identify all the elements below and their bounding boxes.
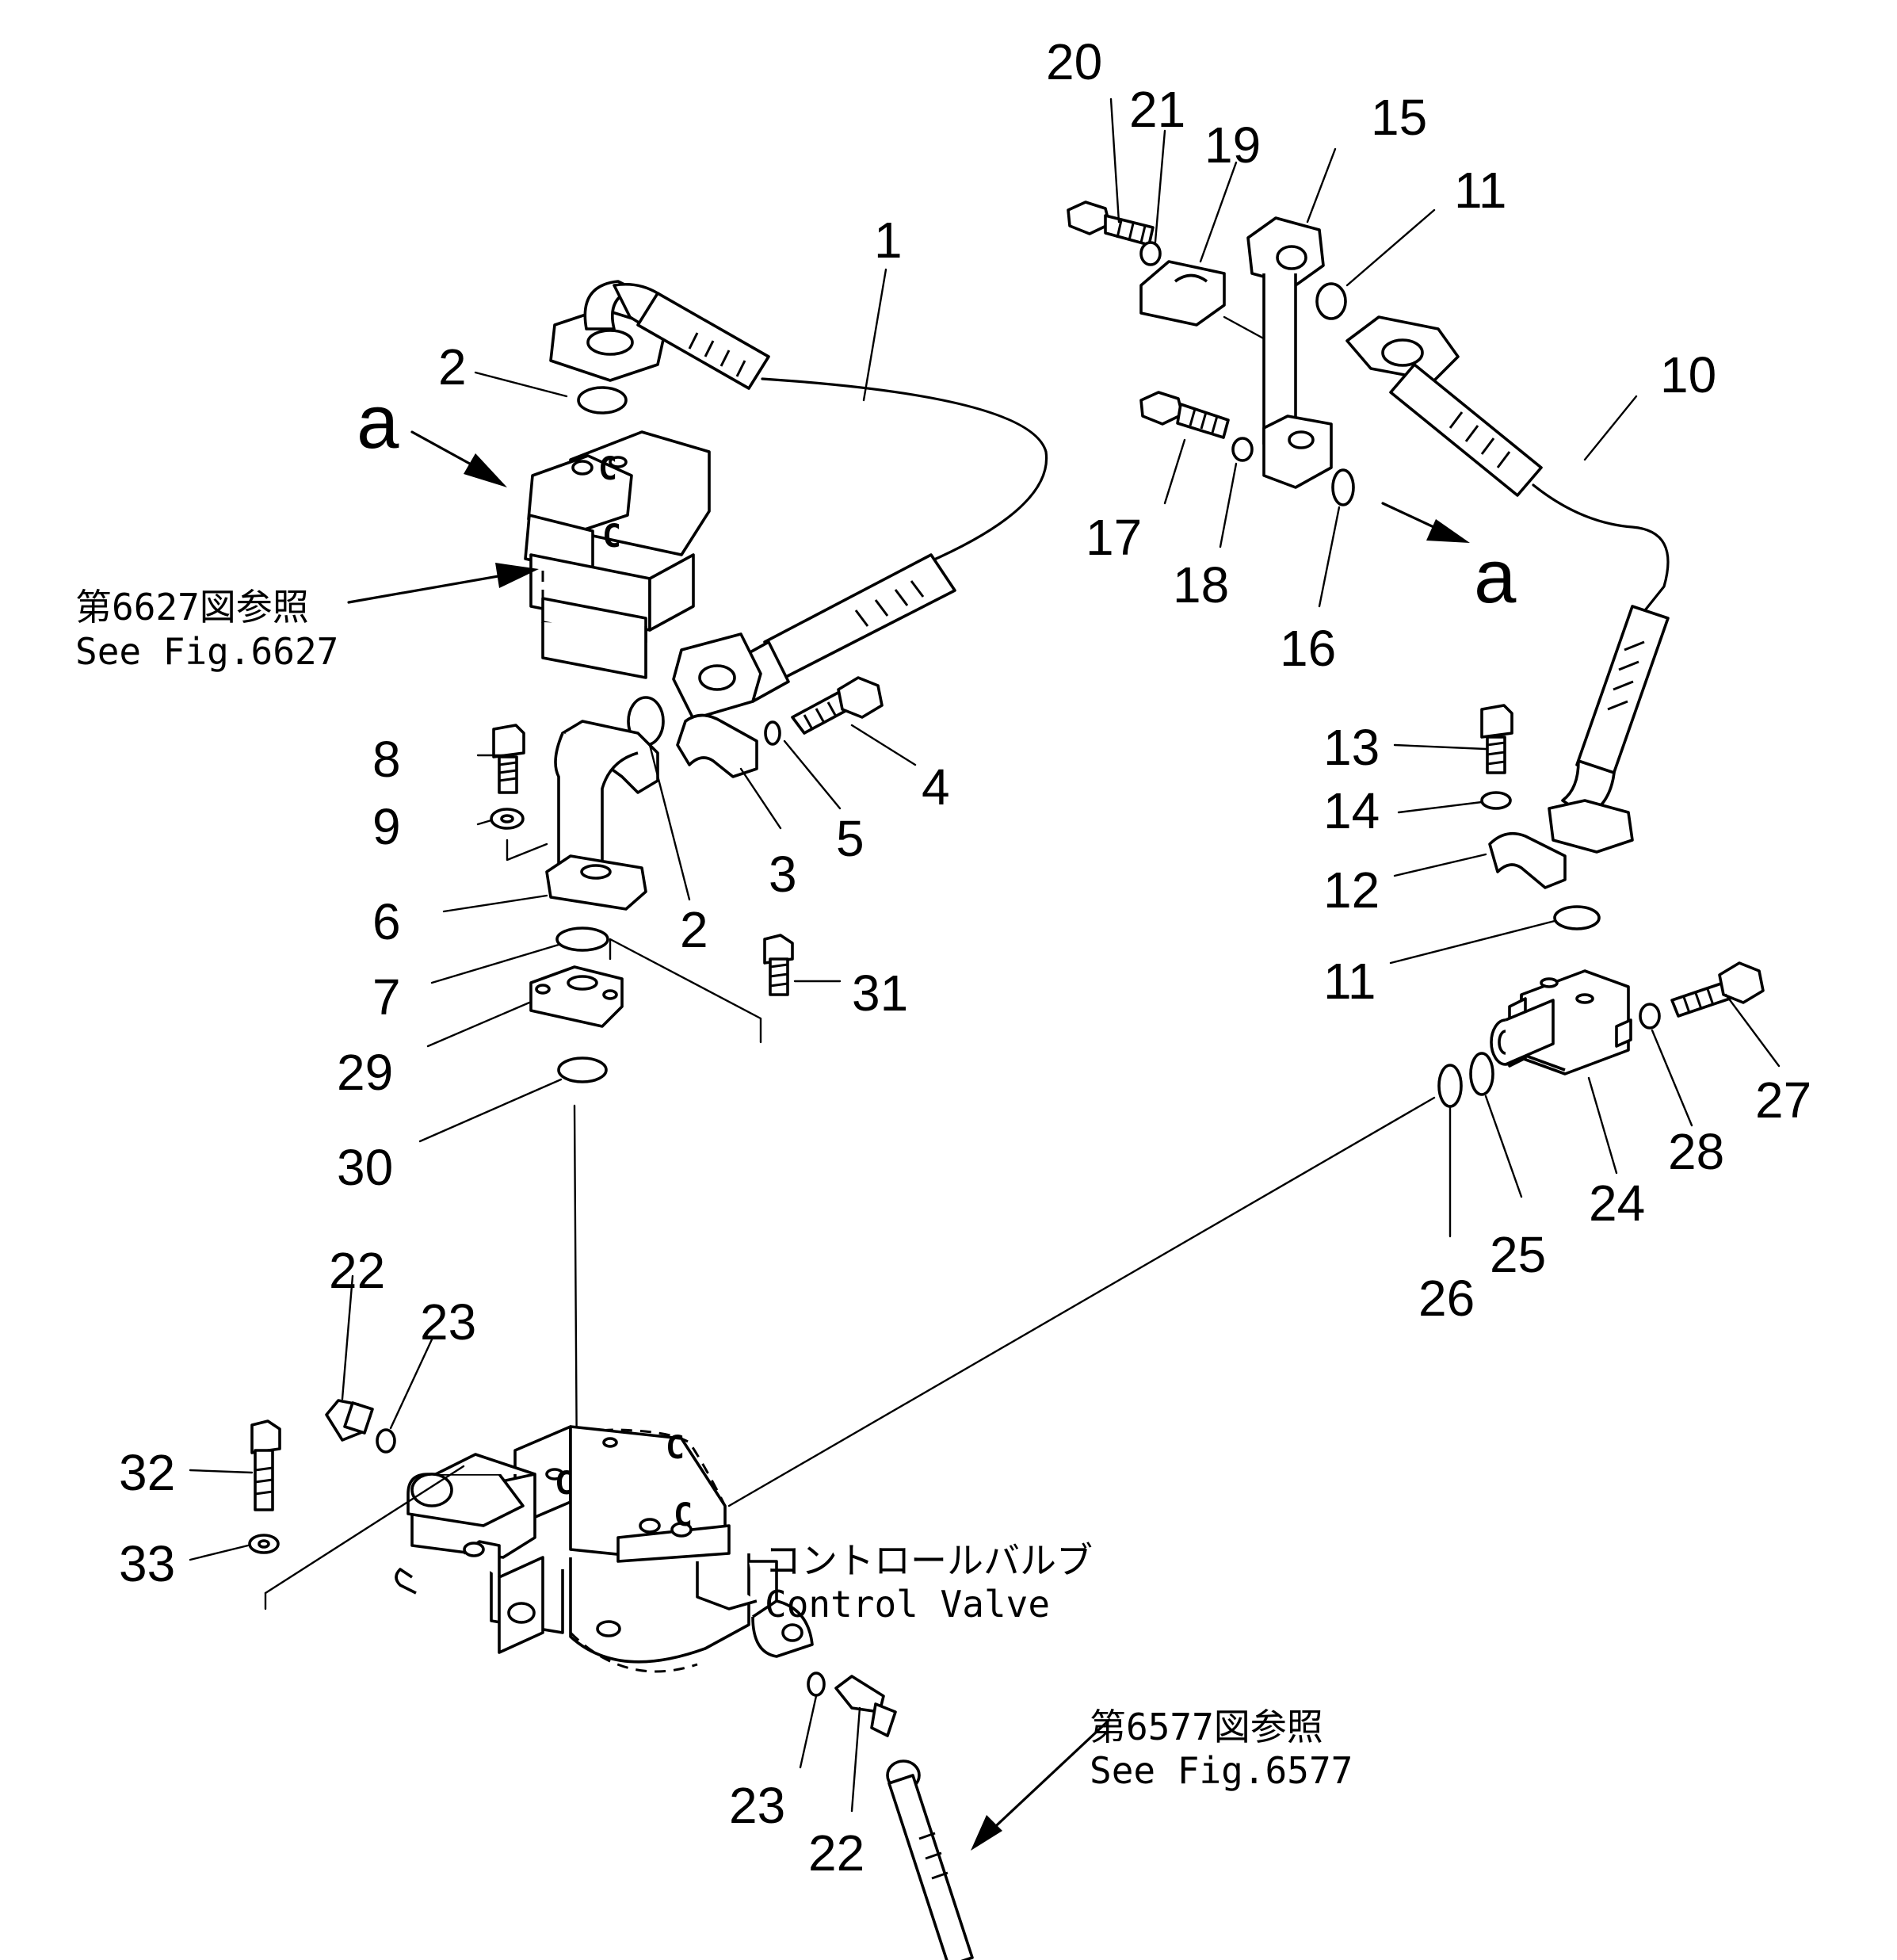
callout-17: 17	[1086, 509, 1142, 566]
callout-32: 32	[119, 1444, 175, 1501]
callout-31: 31	[852, 965, 908, 1022]
leader-lines	[189, 97, 1781, 1813]
note-fig-6577: 第6577図参照 See Fig.6577	[1090, 1706, 1353, 1792]
svg-text:C: C	[674, 1497, 693, 1534]
valve-label-jp: コントロールバルブ	[765, 1539, 1093, 1582]
callout-22-bottom: 22	[808, 1824, 865, 1882]
callout-23-bottom: 23	[729, 1777, 785, 1834]
callout-numbers: 1 2 2 3 4 5 6 7 8 9 10 11 11 12 13 14 15…	[119, 33, 1811, 1882]
note-6627-en: See Fig.6627	[75, 630, 338, 673]
callout-2-mid: 2	[680, 901, 708, 958]
note-6627-jp: 第6627図参照	[75, 586, 309, 628]
parts-11-28	[727, 704, 1765, 1507]
parts-2-5	[577, 386, 884, 778]
callout-7: 7	[372, 969, 401, 1026]
callout-16: 16	[1280, 620, 1336, 677]
note-fig-6627: 第6627図参照 See Fig.6627	[75, 586, 338, 673]
callout-28: 28	[1668, 1123, 1724, 1180]
callout-3: 3	[769, 846, 797, 903]
callout-30: 30	[337, 1139, 393, 1196]
callout-12: 12	[1323, 862, 1380, 919]
callout-14: 14	[1323, 782, 1380, 839]
svg-text:C: C	[602, 518, 621, 555]
callout-5: 5	[836, 810, 865, 867]
parts-6-31	[490, 720, 794, 1083]
assembly-line-center	[573, 1104, 578, 1476]
note-6577-en: See Fig.6577	[1090, 1749, 1353, 1792]
callout-25: 25	[1490, 1226, 1546, 1283]
view-mark-a-right: a	[1474, 534, 1517, 619]
callout-21: 21	[1129, 81, 1185, 138]
callout-11-top: 11	[1454, 162, 1506, 219]
callout-22-top: 22	[329, 1242, 385, 1299]
control-valve: C C C	[248, 1399, 974, 1960]
callout-20: 20	[1046, 33, 1102, 90]
callout-8: 8	[372, 731, 401, 788]
view-mark-a-left: a	[357, 380, 399, 464]
callout-11-bottom: 11	[1323, 953, 1376, 1010]
svg-text:C: C	[555, 1465, 574, 1502]
svg-text:C: C	[666, 1430, 685, 1466]
callout-23-top: 23	[420, 1293, 476, 1351]
callout-29: 29	[337, 1044, 393, 1101]
valve-label-en: Control Valve	[765, 1583, 1050, 1626]
leader-arrows	[347, 430, 1470, 1851]
callout-1: 1	[874, 212, 903, 269]
svg-text:C: C	[598, 451, 617, 487]
callout-13: 13	[1323, 719, 1380, 776]
callout-27: 27	[1755, 1072, 1811, 1129]
callout-6: 6	[372, 893, 401, 950]
callout-2-top: 2	[438, 338, 467, 395]
hose-1	[549, 280, 1048, 720]
callout-19: 19	[1204, 117, 1261, 174]
callout-18: 18	[1173, 556, 1229, 613]
note-6577-jp: 第6577図参照	[1090, 1706, 1323, 1748]
hose-10	[1345, 315, 1670, 854]
valve-block-left: C C	[524, 430, 711, 679]
callout-4: 4	[922, 758, 950, 816]
callout-26: 26	[1418, 1270, 1475, 1327]
callout-33: 33	[119, 1535, 175, 1592]
callout-15: 15	[1371, 89, 1427, 146]
callout-9: 9	[372, 798, 401, 855]
note-control-valve: コントロールバルブ Control Valve	[765, 1539, 1093, 1626]
callout-24: 24	[1589, 1175, 1645, 1232]
callout-10: 10	[1660, 346, 1716, 403]
parts-15-21	[1067, 201, 1355, 506]
